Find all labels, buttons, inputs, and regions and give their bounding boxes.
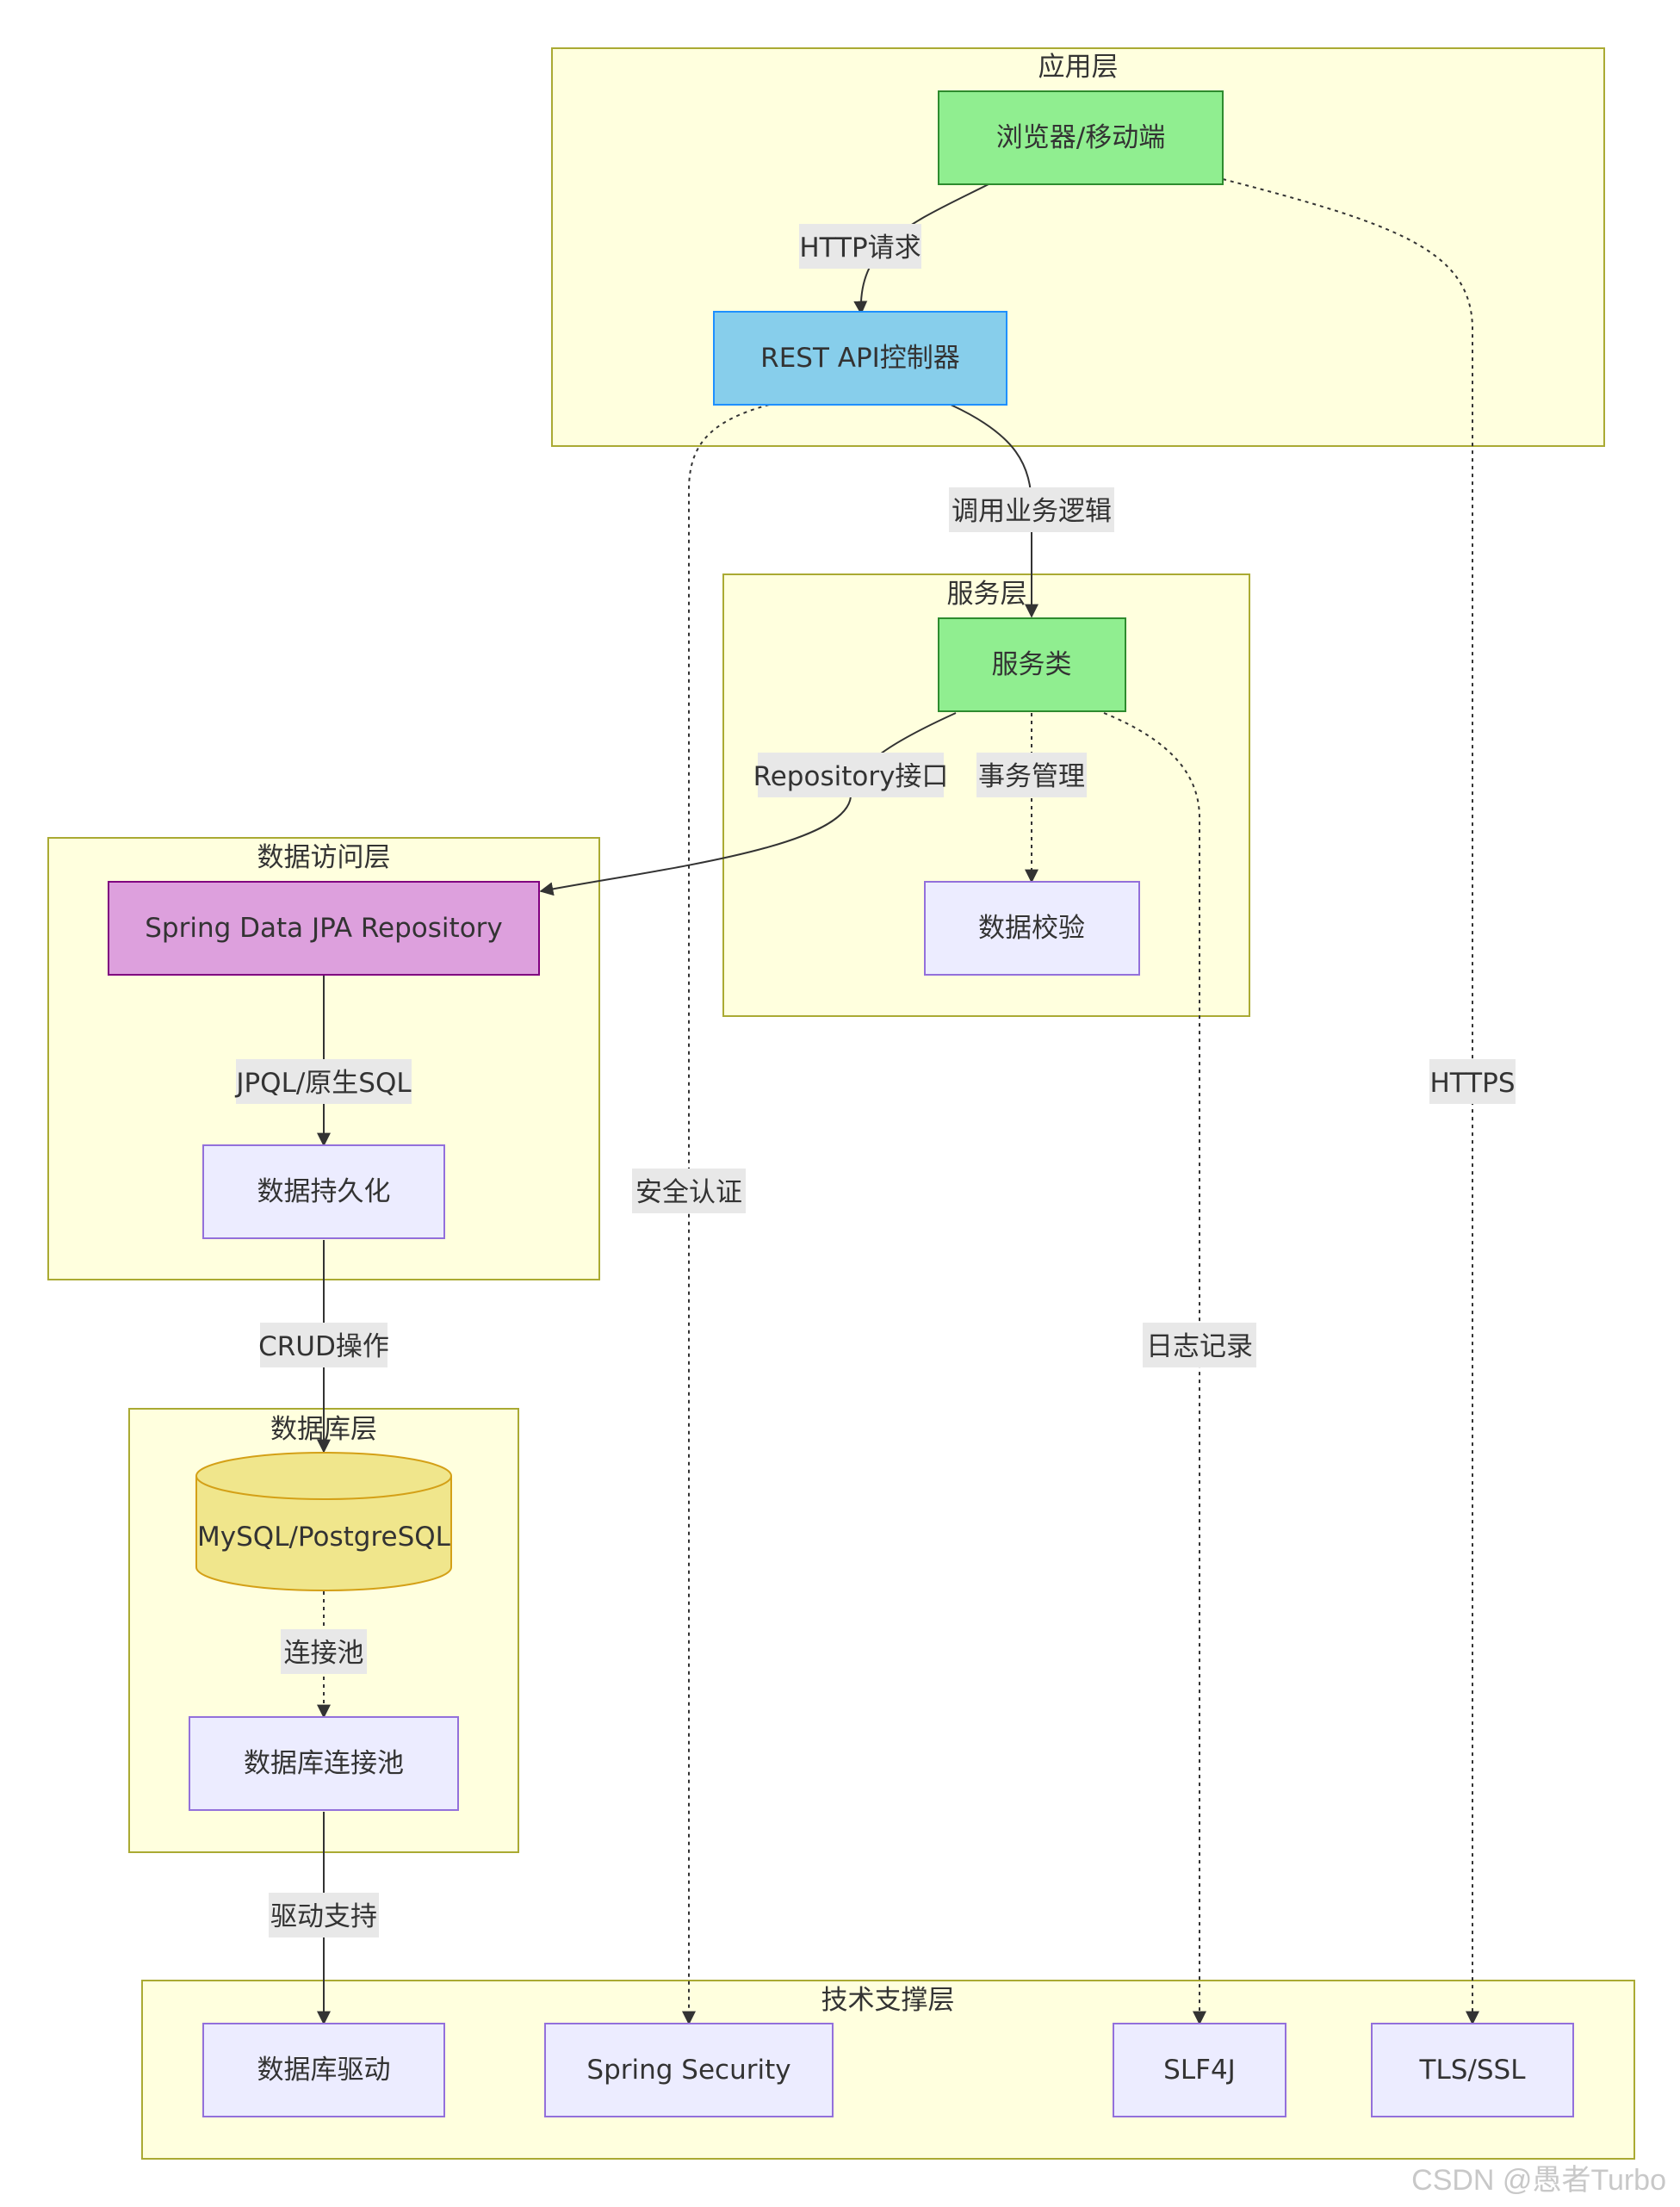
node-rest-label: REST API控制器: [760, 343, 960, 374]
edge-label-pool-text: 连接池: [284, 1638, 364, 1669]
node-jpa-label: Spring Data JPA Repository: [145, 913, 503, 944]
node-pool[interactable]: 数据库连接池: [189, 1716, 459, 1811]
edge-label-auth: 安全认证: [632, 1169, 746, 1213]
node-pool-label: 数据库连接池: [244, 1748, 404, 1779]
edge-label-driver-text: 驱动支持: [270, 1901, 377, 1932]
node-rest[interactable]: REST API控制器: [713, 311, 1007, 406]
edge-label-log: 日志记录: [1143, 1323, 1256, 1367]
edge-label-http: HTTP请求: [799, 224, 921, 269]
node-persist[interactable]: 数据持久化: [202, 1144, 445, 1239]
edge-label-crud-text: CRUD操作: [258, 1331, 389, 1362]
cluster-service-title: 服务层: [947, 579, 1027, 610]
node-persist-label: 数据持久化: [257, 1176, 391, 1207]
watermark: CSDN @愚者Turbo: [1411, 2164, 1666, 2197]
edge-label-https: HTTPS: [1429, 1059, 1516, 1104]
edge-label-http-text: HTTP请求: [799, 232, 921, 263]
edge-repo-path: [539, 712, 957, 896]
node-driver-label: 数据库驱动: [257, 2055, 391, 2086]
node-browser[interactable]: 浏览器/移动端: [938, 90, 1224, 185]
cluster-dao-title: 数据访问层: [257, 842, 391, 873]
node-database[interactable]: MySQL/PostgreSQL: [195, 1452, 452, 1591]
edge-label-tx-text: 事务管理: [978, 761, 1085, 792]
edge-label-pool: 连接池: [281, 1629, 367, 1674]
node-security[interactable]: Spring Security: [544, 2023, 834, 2117]
node-validation-label: 数据校验: [978, 913, 1085, 944]
edge-label-call-text: 调用业务逻辑: [952, 496, 1112, 527]
edge-label-jpql: JPQL/原生SQL: [234, 1059, 412, 1104]
edge-label-jpql-text: JPQL/原生SQL: [234, 1068, 412, 1099]
node-database-label: MySQL/PostgreSQL: [197, 1522, 451, 1553]
node-browser-label: 浏览器/移动端: [996, 122, 1165, 153]
node-jpa[interactable]: Spring Data JPA Repository: [108, 881, 540, 976]
edge-label-repo-text: Repository接口: [753, 761, 949, 792]
node-slf4j-label: SLF4J: [1163, 2055, 1236, 2086]
node-driver[interactable]: 数据库驱动: [202, 2023, 445, 2117]
cluster-support-title: 技术支撑层: [821, 1985, 955, 2016]
cluster-app-title: 应用层: [1038, 52, 1119, 83]
node-security-label: Spring Security: [586, 2055, 790, 2086]
node-tls-label: TLS/SSL: [1419, 2055, 1527, 2086]
node-validation[interactable]: 数据校验: [924, 881, 1140, 976]
edge-label-crud: CRUD操作: [258, 1323, 389, 1367]
edge-label-repo: Repository接口: [753, 753, 949, 797]
node-slf4j[interactable]: SLF4J: [1113, 2023, 1286, 2117]
node-service-class-label: 服务类: [992, 649, 1072, 680]
edge-label-auth-text: 安全认证: [635, 1177, 742, 1208]
node-tls[interactable]: TLS/SSL: [1371, 2023, 1574, 2117]
edge-label-driver: 驱动支持: [269, 1893, 379, 1937]
edge-label-tx: 事务管理: [976, 753, 1087, 797]
edge-label-call: 调用业务逻辑: [949, 487, 1114, 532]
edge-label-https-text: HTTPS: [1429, 1068, 1515, 1099]
node-service-class[interactable]: 服务类: [938, 617, 1126, 712]
edge-label-log-text: 日志记录: [1146, 1331, 1253, 1362]
